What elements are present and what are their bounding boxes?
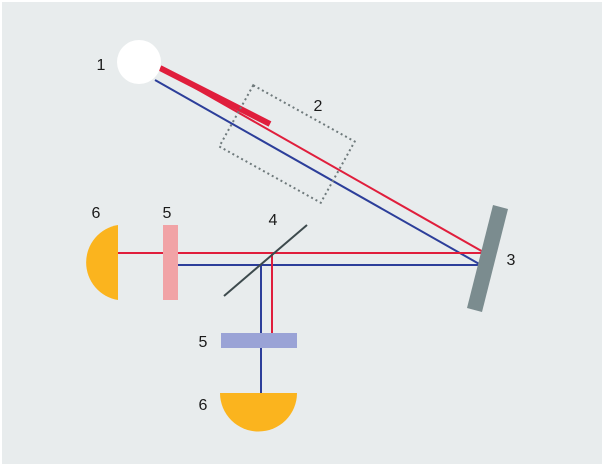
detector-left: [86, 225, 118, 300]
label-detector-left: 6: [92, 205, 101, 222]
label-filter-left: 5: [163, 205, 172, 222]
label-sample: 2: [314, 98, 323, 115]
label-detector-bottom: 6: [199, 397, 208, 414]
beam-splitter: [223, 224, 308, 297]
detector-bottom: [220, 393, 297, 432]
label-mirror: 3: [507, 252, 516, 269]
blue-beam-incident: [154, 79, 482, 266]
filter-horizontal: [221, 333, 297, 348]
filter-vertical: [163, 225, 178, 300]
light-source: [117, 40, 161, 84]
label-source: 1: [97, 57, 106, 74]
mirror: [467, 205, 508, 312]
red-beam-incident: [159, 67, 486, 254]
label-beam-splitter: 4: [269, 212, 278, 229]
label-filter-bottom: 5: [199, 334, 208, 351]
